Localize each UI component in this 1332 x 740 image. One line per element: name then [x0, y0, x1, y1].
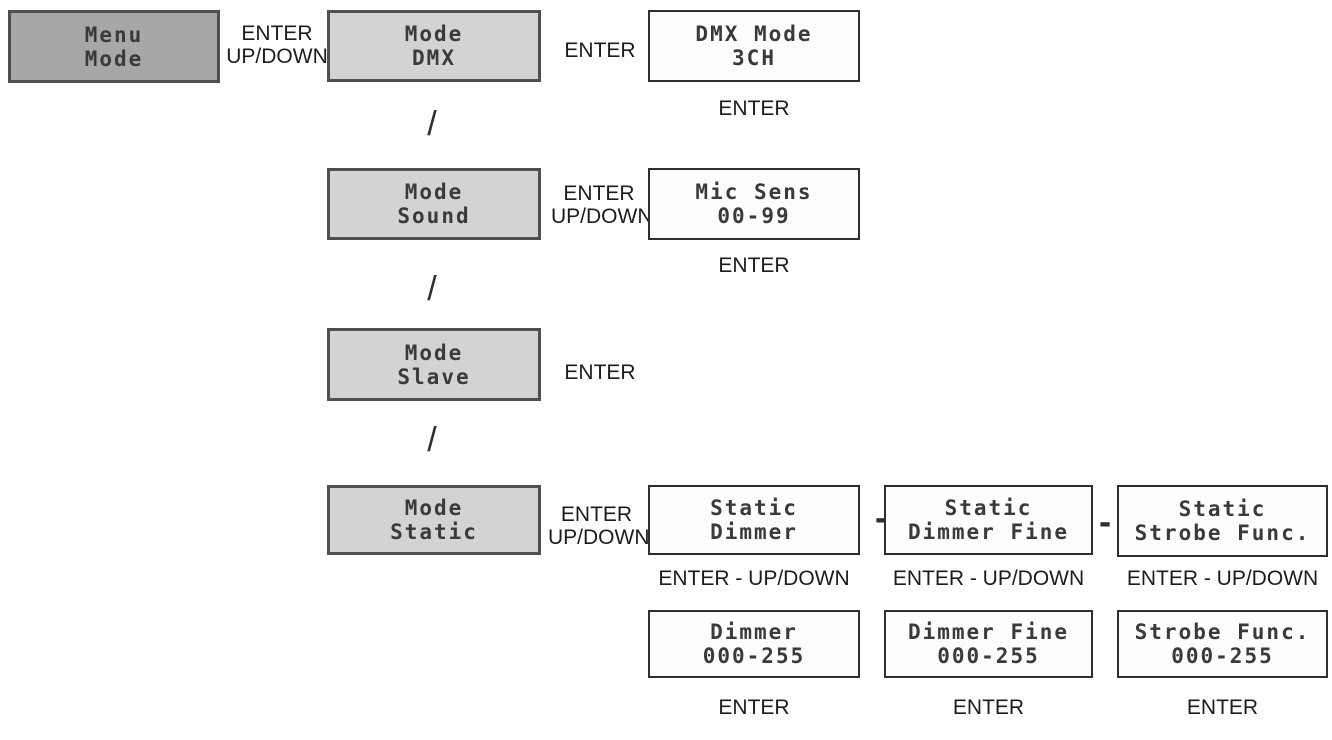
- enter-label: ENTER: [1186, 696, 1259, 719]
- screen-box-mic-sens: Mic Sens 00-99: [648, 168, 860, 240]
- enter-label: ENTER: [564, 361, 636, 384]
- branch-separator-3: /: [427, 421, 437, 459]
- lcd-line-1: Mode: [404, 180, 464, 204]
- lcd-line-1: Mode: [404, 496, 464, 520]
- lcd-box-menu-root: Menu Mode: [8, 10, 220, 83]
- lcd-line-1: Mic Sens: [695, 180, 813, 204]
- label-enter-under-dmx-mode: ENTER: [648, 97, 860, 120]
- label-enter-updown-sound: ENTER UP/DOWN: [551, 182, 653, 228]
- lcd-line-2: 000-255: [937, 644, 1040, 668]
- lcd-box-mode-sound: Mode Sound: [327, 168, 541, 240]
- branch-separator-1: /: [427, 105, 437, 143]
- lcd-line-1: Static: [944, 496, 1033, 520]
- lcd-line-2: DMX: [412, 46, 456, 70]
- lcd-line-1: Strobe Func.: [1134, 620, 1311, 644]
- enter-label: ENTER: [563, 182, 635, 205]
- enter-label: ENTER: [952, 696, 1025, 719]
- label-enter-updown-dimmer-fine: ENTER - UP/DOWN: [884, 567, 1093, 590]
- enter-label: ENTER: [564, 39, 636, 62]
- enter-updown-label: ENTER - UP/DOWN: [658, 567, 850, 590]
- label-enter-updown-strobe: ENTER - UP/DOWN: [1117, 567, 1328, 590]
- lcd-line-2: Static: [390, 520, 478, 544]
- label-enter-slave: ENTER: [560, 361, 640, 384]
- lcd-box-mode-dmx: Mode DMX: [327, 10, 541, 82]
- lcd-line-1: Dimmer Fine: [907, 620, 1070, 644]
- lcd-line-2: 00-99: [717, 204, 791, 228]
- lcd-line-2: Sound: [397, 204, 471, 228]
- label-enter-dmx: ENTER: [560, 39, 640, 62]
- updown-label: UP/DOWN: [548, 526, 650, 549]
- link-dash-2: -: [1096, 506, 1115, 541]
- lcd-box-mode-static: Mode Static: [327, 485, 541, 555]
- label-enter-under-mic-sens: ENTER: [648, 254, 860, 277]
- updown-label: UP/DOWN: [226, 45, 328, 68]
- enter-label: ENTER: [560, 503, 633, 526]
- label-enter-updown-dimmer: ENTER - UP/DOWN: [648, 567, 860, 590]
- screen-box-dimmer-value: Dimmer 000-255: [648, 610, 860, 678]
- enter-updown-label: ENTER - UP/DOWN: [892, 567, 1085, 590]
- lcd-line-1: Static: [1178, 497, 1267, 521]
- label-enter-under-dimmer-value: ENTER: [648, 696, 860, 719]
- lcd-line-1: DMX Mode: [695, 22, 813, 46]
- updown-label: UP/DOWN: [551, 205, 653, 228]
- enter-label: ENTER: [241, 22, 313, 45]
- lcd-line-2: Dimmer: [710, 520, 798, 544]
- screen-box-strobe-value: Strobe Func. 000-255: [1117, 610, 1328, 678]
- lcd-line-2: 000-255: [1171, 644, 1274, 668]
- enter-label: ENTER: [718, 696, 790, 719]
- screen-box-dimmer-fine-value: Dimmer Fine 000-255: [884, 610, 1093, 678]
- lcd-line-1: Static: [710, 496, 798, 520]
- enter-updown-label: ENTER - UP/DOWN: [1126, 567, 1319, 590]
- lcd-line-2: 000-255: [702, 644, 806, 668]
- lcd-line-2: 3CH: [732, 46, 776, 70]
- lcd-line-2: Strobe Func.: [1134, 521, 1311, 545]
- enter-label: ENTER: [718, 254, 790, 277]
- branch-separator-2: /: [427, 270, 437, 308]
- lcd-line-2: Slave: [397, 364, 471, 389]
- lcd-line-1: Menu: [84, 22, 144, 47]
- screen-box-static-dimmer-fine: Static Dimmer Fine: [884, 485, 1093, 555]
- label-enter-under-strobe-value: ENTER: [1117, 696, 1328, 719]
- lcd-line-2: Mode: [84, 46, 144, 71]
- lcd-line-1: Mode: [404, 340, 464, 365]
- screen-box-static-strobe: Static Strobe Func.: [1117, 485, 1328, 557]
- screen-box-dmx-mode: DMX Mode 3CH: [648, 10, 860, 82]
- enter-label: ENTER: [718, 97, 790, 120]
- label-enter-updown-root: ENTER UP/DOWN: [225, 22, 329, 68]
- label-enter-under-dimmer-fine-value: ENTER: [884, 696, 1093, 719]
- lcd-line-2: Dimmer Fine: [907, 520, 1070, 544]
- lcd-box-mode-slave: Mode Slave: [327, 328, 541, 401]
- lcd-line-1: Mode: [404, 22, 464, 46]
- lcd-line-1: Dimmer: [710, 620, 798, 644]
- label-enter-updown-static: ENTER UP/DOWN: [548, 503, 650, 549]
- screen-box-static-dimmer: Static Dimmer: [648, 485, 860, 555]
